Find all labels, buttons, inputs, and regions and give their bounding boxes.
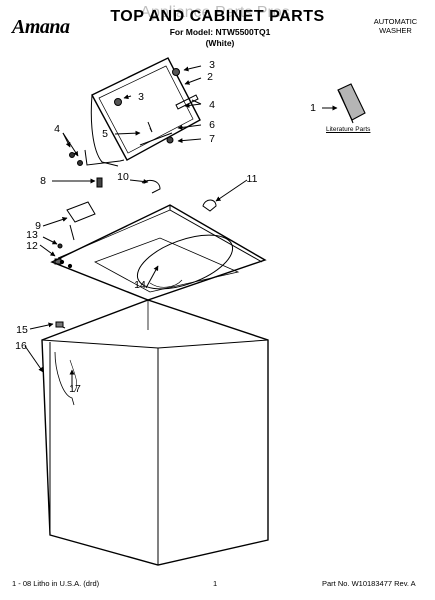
callout-9: 9 [35, 220, 41, 232]
callout-2: 2 [207, 71, 213, 83]
callout-15: 15 [16, 324, 28, 336]
callout-1: 1 [310, 102, 316, 114]
callout-16: 16 [15, 340, 27, 352]
callout-4: 4 [209, 99, 215, 111]
callout-6: 6 [209, 119, 215, 131]
callout-17: 17 [69, 383, 81, 395]
product-type-line-1: AUTOMATIC [373, 17, 418, 26]
callout-5: 5 [102, 128, 108, 140]
watermark: Appliance Parts Pros [140, 4, 290, 21]
product-type-line-2: WASHER [379, 26, 412, 35]
color-variant: (White) [205, 38, 235, 48]
model-line: For Model: NTW5500TQ1 [169, 27, 271, 37]
callout-3: 3 [138, 91, 144, 103]
brand-logo: Amana [12, 16, 70, 38]
callout-13: 13 [26, 229, 38, 241]
callout-14: 14 [134, 279, 146, 291]
literature-parts-label: Literature Parts [326, 126, 371, 133]
callout-8: 8 [40, 175, 46, 187]
footer-litho: 1 - 08 Litho in U.S.A. (drd) [12, 579, 100, 588]
small-parts [54, 177, 217, 265]
callout-leaders [24, 65, 338, 388]
callout-12: 12 [26, 240, 38, 252]
callout-10: 10 [117, 171, 129, 183]
lid-part [90, 57, 201, 167]
callout-11: 11 [246, 173, 258, 185]
literature-book-part [337, 83, 366, 124]
callout-7: 7 [209, 133, 215, 145]
callout-3: 3 [209, 59, 215, 71]
footer-page-number: 1 [213, 579, 218, 588]
product-type: AUTOMATIC WASHER [358, 17, 433, 35]
cabinet-part [41, 299, 269, 566]
page-title: TOP AND CABINET PARTS [110, 8, 325, 25]
callout-4: 4 [54, 123, 60, 135]
footer-part-number: Part No. W10183477 Rev. A [322, 579, 416, 588]
top-panel-part [50, 204, 267, 301]
